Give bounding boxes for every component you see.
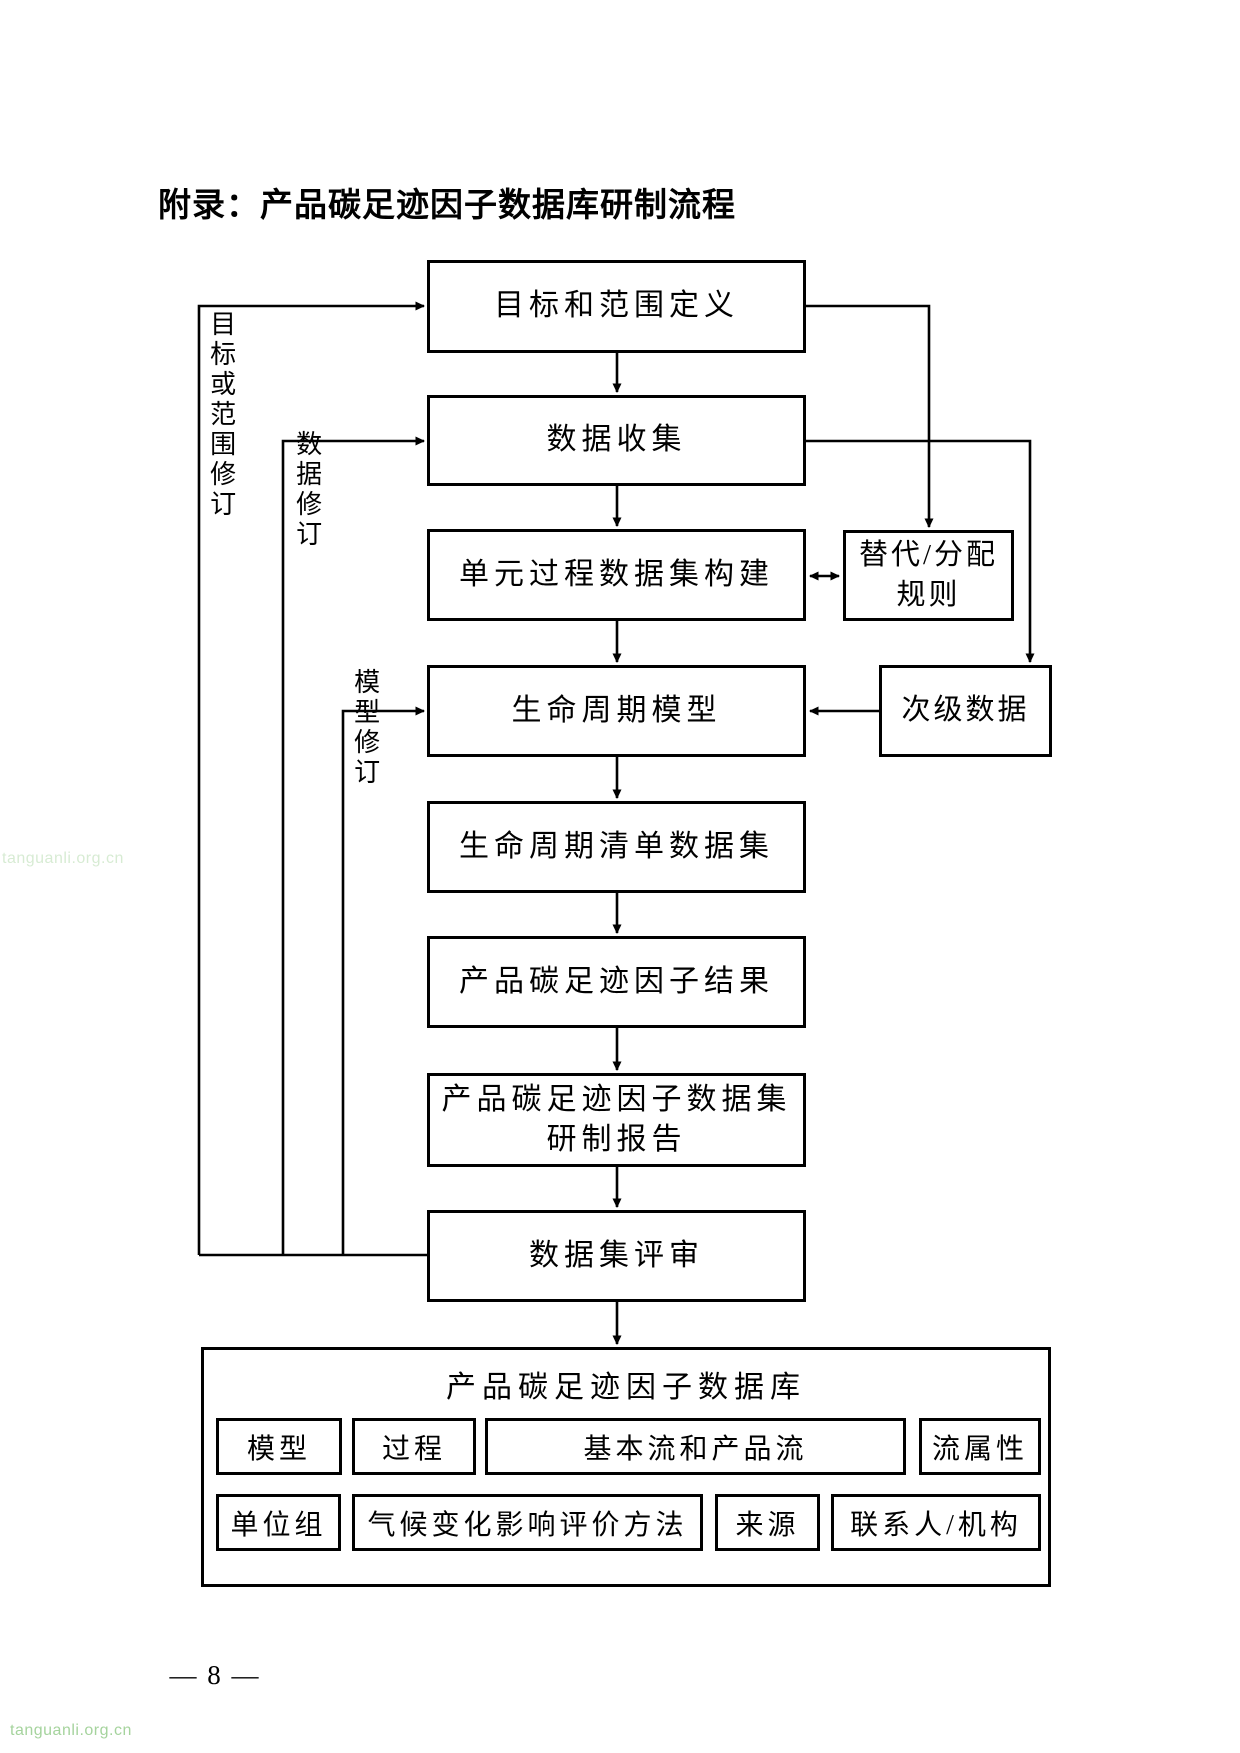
flow-box-pcf-dataset-report: 产品碳足迹因子数据集 研制报告 <box>427 1073 806 1167</box>
flow-box-secondary-data: 次级数据 <box>879 665 1052 757</box>
flow-box-substitution-allocation-rules: 替代/分配 规则 <box>843 530 1014 621</box>
database-cell-process: 过程 <box>352 1418 476 1475</box>
watermark-middle: tanguanli.org.cn <box>2 850 124 867</box>
flow-box-data-collection: 数据收集 <box>427 395 806 486</box>
flow-box-lci-dataset: 生命周期清单数据集 <box>427 801 806 893</box>
database-cell-climate-impact-method: 气候变化影响评价方法 <box>352 1494 703 1551</box>
feedback-model-line <box>341 706 425 1255</box>
database-cell-contacts: 联系人/机构 <box>831 1494 1041 1551</box>
feedback-label-data-revision: 数据修订 <box>292 430 322 550</box>
database-cell-unit-groups: 单位组 <box>216 1494 341 1551</box>
flow-box-pcf-result: 产品碳足迹因子结果 <box>427 936 806 1028</box>
database-container: 产品碳足迹因子数据库 模型 过程 基本流和产品流 流属性 单位组 气候变化影响评… <box>201 1347 1051 1587</box>
flow-box-goal-and-scope-definition: 目标和范围定义 <box>427 260 806 353</box>
flow-box-dataset-review: 数据集评审 <box>427 1210 806 1302</box>
flow-box-unit-process-dataset: 单元过程数据集构建 <box>427 529 806 621</box>
database-cell-elementary-product-flows: 基本流和产品流 <box>485 1418 906 1475</box>
feedback-data-line <box>281 436 425 1255</box>
collection-to-secondary-line <box>806 439 1035 663</box>
database-cell-model: 模型 <box>216 1418 342 1475</box>
database-cell-sources: 来源 <box>715 1494 820 1551</box>
feedback-label-model-revision: 模型修订 <box>350 668 380 788</box>
database-title: 产品碳足迹因子数据库 <box>446 1371 806 1404</box>
page-title: 附录：产品碳足迹因子数据库研制流程 <box>158 186 736 223</box>
database-cell-flow-properties: 流属性 <box>919 1418 1041 1475</box>
watermark-bottom: tanguanli.org.cn <box>10 1722 132 1739</box>
flow-box-lifecycle-model: 生命周期模型 <box>427 665 806 757</box>
feedback-label-goal-scope-revision: 目标或范围修订 <box>206 310 236 520</box>
page-number: — 8 — <box>169 1660 261 1690</box>
goal-to-allocrules-line <box>806 304 934 528</box>
feedback-goal-scope-line <box>197 301 425 1255</box>
